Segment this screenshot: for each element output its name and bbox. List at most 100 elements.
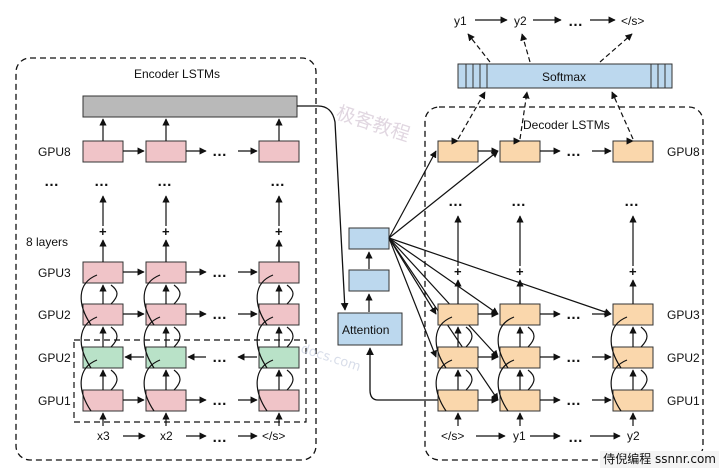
residual-loop bbox=[640, 369, 648, 391]
decoder-to-softmax-arrows bbox=[457, 91, 634, 140]
attention-block bbox=[337, 312, 403, 346]
decoder-horizontal-arrows bbox=[478, 147, 612, 404]
svg-text:x2: x2 bbox=[160, 429, 173, 443]
svg-text:+: + bbox=[275, 224, 283, 239]
lstm-cell bbox=[437, 140, 479, 163]
svg-text:…: … bbox=[568, 13, 583, 30]
svg-text:GPU1: GPU1 bbox=[38, 394, 71, 408]
encoder-inputs: x3 x2 </s> … bbox=[97, 429, 285, 446]
residual-loop bbox=[286, 284, 294, 305]
svg-text:…: … bbox=[270, 173, 285, 190]
residual-loop bbox=[143, 359, 161, 412]
decoder-gpu-labels: GPU8 GPU3 GPU2 GPU1 bbox=[667, 145, 700, 408]
footer-site-tag: 侍倪编程 ssnnr.com bbox=[600, 451, 719, 468]
decoder-to-attention-arrow bbox=[366, 347, 438, 401]
encoder-output-bar bbox=[82, 95, 298, 118]
residual-loop bbox=[497, 316, 515, 369]
svg-text:…: … bbox=[212, 143, 227, 160]
svg-text:+: + bbox=[516, 264, 524, 279]
decoder-row-gpu3 bbox=[437, 303, 654, 326]
context-fanout-arrows bbox=[388, 150, 612, 401]
residual-loop bbox=[286, 369, 294, 391]
residual-loop bbox=[435, 359, 453, 412]
residual-loop bbox=[610, 359, 628, 412]
svg-text:GPU1: GPU1 bbox=[667, 394, 700, 408]
encoder-layer-gap: … … … + + + bbox=[94, 173, 285, 239]
svg-text:GPU8: GPU8 bbox=[38, 145, 71, 159]
residual-loop bbox=[173, 326, 181, 348]
svg-text:…: … bbox=[566, 143, 581, 160]
softmax-ticks bbox=[465, 64, 666, 88]
context-arrow bbox=[388, 150, 499, 239]
lstm-cell bbox=[82, 140, 124, 163]
residual-loop bbox=[527, 326, 535, 348]
svg-text:x3: x3 bbox=[97, 429, 110, 443]
context-arrow bbox=[388, 237, 612, 316]
svg-text:…: … bbox=[44, 173, 59, 190]
svg-text:+: + bbox=[162, 224, 170, 239]
svg-text:…: … bbox=[212, 429, 227, 446]
decoder-row-gpu2 bbox=[437, 346, 654, 369]
residual-loop bbox=[80, 274, 98, 326]
encoder-horizontal-arrows bbox=[123, 147, 258, 404]
svg-text:…: … bbox=[624, 193, 639, 210]
residual-loop bbox=[256, 274, 274, 326]
context-arrow bbox=[388, 237, 499, 315]
svg-text:…: … bbox=[212, 264, 227, 281]
decoder-title: Decoder LSTMs bbox=[523, 118, 610, 132]
encoder-row-gpu1 bbox=[82, 389, 300, 412]
decoder-layer-gap: … … … + + + bbox=[448, 193, 639, 279]
attention-context-cell bbox=[348, 227, 390, 250]
bidirectional-group bbox=[73, 339, 307, 423]
encoder-title: Encoder LSTMs bbox=[134, 67, 220, 81]
softmax-label: Softmax bbox=[542, 70, 586, 84]
attention-label: Attention bbox=[342, 323, 389, 337]
svg-text:…: … bbox=[511, 193, 526, 210]
softmax-bar bbox=[457, 63, 673, 89]
residual-loop bbox=[497, 359, 515, 412]
residual-loop bbox=[286, 326, 294, 348]
residual-loop bbox=[80, 316, 98, 369]
svg-text:GPU2: GPU2 bbox=[38, 308, 71, 322]
svg-text:+: + bbox=[629, 264, 637, 279]
residual-loop bbox=[256, 316, 274, 369]
svg-text:…: … bbox=[212, 306, 227, 323]
residual-loop bbox=[465, 369, 473, 391]
residual-loop bbox=[256, 359, 274, 412]
watermark-cn: 极客教程 bbox=[333, 102, 412, 146]
svg-text:…: … bbox=[157, 173, 172, 190]
softmax-output-arrows bbox=[467, 33, 633, 63]
decoder-row-gpu8 bbox=[437, 140, 654, 163]
svg-text:GPU3: GPU3 bbox=[667, 308, 700, 322]
lstm-cell bbox=[612, 140, 654, 163]
svg-text:</s>: </s> bbox=[262, 429, 285, 443]
context-arrow bbox=[388, 237, 437, 358]
svg-text:8 layers: 8 layers bbox=[26, 235, 68, 249]
decoder-outputs: y1 y2 </s> … bbox=[454, 13, 644, 30]
residual-loop bbox=[143, 274, 161, 326]
encoder-gpu-labels: GPU8 … 8 layers GPU3 GPU2 GPU2 GPU1 bbox=[26, 145, 71, 408]
watermark-docs: docs.com bbox=[299, 342, 363, 375]
residual-loop bbox=[110, 284, 118, 305]
svg-text:</s>: </s> bbox=[621, 14, 644, 28]
svg-text:…: … bbox=[566, 306, 581, 323]
svg-text:y1: y1 bbox=[513, 429, 526, 443]
context-arrow bbox=[388, 150, 437, 239]
residual-loop bbox=[143, 316, 161, 369]
encoder-to-attention-arrow bbox=[297, 105, 349, 311]
svg-text:y1: y1 bbox=[454, 14, 467, 28]
lstm-cell bbox=[499, 140, 541, 163]
decoder-row-ellipses: … … … … bbox=[566, 143, 581, 409]
svg-text:…: … bbox=[566, 349, 581, 366]
svg-text:+: + bbox=[99, 224, 107, 239]
attention-hidden-cell bbox=[348, 269, 390, 292]
svg-text:…: … bbox=[94, 173, 109, 190]
svg-text:…: … bbox=[568, 429, 583, 446]
svg-text:GPU2: GPU2 bbox=[38, 351, 71, 365]
svg-text:GPU8: GPU8 bbox=[667, 145, 700, 159]
svg-text:…: … bbox=[448, 193, 463, 210]
residual-loop bbox=[80, 359, 98, 412]
residual-loop bbox=[435, 316, 453, 369]
svg-text:…: … bbox=[212, 349, 227, 366]
